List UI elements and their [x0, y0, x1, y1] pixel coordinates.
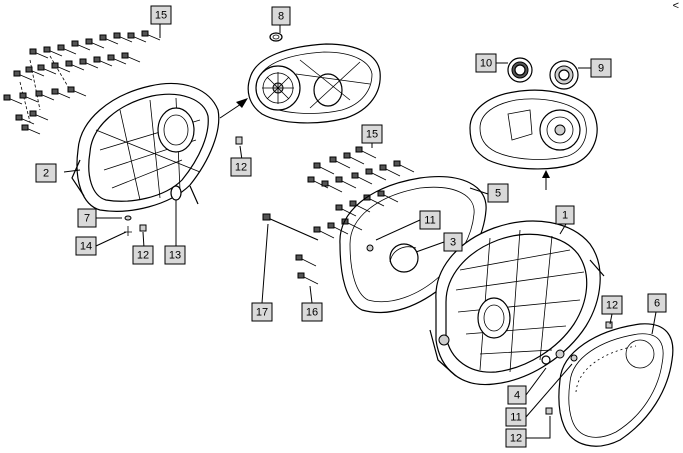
callout-c12c: 12 — [601, 295, 623, 315]
corner-mark: < — [672, 0, 679, 12]
dowel-12-left — [139, 224, 147, 232]
callout-c7: 7 — [77, 208, 97, 228]
arrow-head-inner-cover — [236, 98, 248, 108]
inner-cover-top — [247, 32, 381, 124]
bolt-set-middle — [262, 146, 415, 285]
callout-box — [590, 58, 612, 78]
callout-label: 11 — [424, 215, 435, 227]
callout-c11a: 11 — [419, 210, 441, 230]
callout-c12d: 12 — [505, 428, 527, 448]
callout-box — [443, 232, 463, 252]
callout-c12a: 12 — [230, 157, 252, 177]
callout-label: 12 — [235, 162, 247, 174]
callout-label: 13 — [169, 250, 181, 262]
callout-label: 4 — [514, 390, 520, 402]
callout-c1: 1 — [555, 205, 575, 225]
dowel-12-right — [605, 321, 613, 329]
pin-7 — [124, 215, 132, 221]
callout-box — [77, 208, 97, 228]
callout-box — [475, 53, 497, 73]
callout-label: 2 — [43, 168, 49, 180]
callout-c16: 16 — [301, 302, 323, 322]
washer-14 — [124, 226, 132, 236]
outer-cover-part-2 — [71, 82, 220, 212]
callout-label: 15 — [155, 10, 167, 22]
callout-label: 14 — [80, 241, 92, 253]
callout-layer: 15 8 10 9 2 12 15 5 7 14 12 13 11 3 1 17 16 12 6 4 11 12 — [35, 5, 667, 448]
callout-label: 10 — [480, 58, 492, 70]
callout-box — [251, 302, 273, 322]
callout-c13: 13 — [164, 245, 186, 265]
callout-box — [647, 293, 667, 313]
callout-label: 16 — [306, 307, 318, 319]
main-housing-part-1 — [429, 220, 613, 415]
bolt-set-left — [3, 30, 161, 135]
callout-box — [555, 205, 575, 225]
clutch-cover-top-right — [469, 57, 598, 170]
callout-label: 5 — [495, 188, 501, 200]
o-ring-13 — [170, 185, 182, 201]
callout-label: 17 — [256, 307, 268, 319]
callout-box — [150, 5, 172, 25]
callout-box — [419, 210, 441, 230]
callout-box — [132, 245, 154, 265]
callout-label: 3 — [450, 237, 456, 249]
washer-4 — [541, 355, 551, 365]
callout-c12b: 12 — [132, 245, 154, 265]
callout-c8: 8 — [271, 6, 291, 26]
callout-box — [301, 302, 323, 322]
small-parts-left — [124, 136, 243, 236]
callout-box — [507, 385, 527, 405]
callout-label: 15 — [366, 129, 378, 141]
callout-box — [505, 407, 527, 427]
plug-3 — [389, 243, 419, 273]
callout-box — [230, 157, 252, 177]
callout-label: 12 — [510, 433, 522, 445]
callout-c17: 17 — [251, 302, 273, 322]
arrow-head-clutch-cover — [542, 170, 550, 178]
callout-label: 1 — [562, 210, 568, 222]
callout-label: 12 — [606, 300, 618, 312]
callout-c3: 3 — [443, 232, 463, 252]
callout-box — [487, 183, 509, 203]
callout-label: 11 — [510, 412, 521, 424]
callout-box — [361, 124, 383, 144]
dowel-12-top — [235, 136, 243, 145]
callout-box — [75, 236, 97, 256]
callout-box — [35, 163, 57, 183]
bolt-11-bottom — [570, 354, 578, 362]
bolt-11-top — [366, 244, 374, 252]
callout-label: 6 — [654, 298, 660, 310]
callout-box — [164, 245, 186, 265]
callout-c10: 10 — [475, 53, 497, 73]
callout-c2: 2 — [35, 163, 57, 183]
leader-lines — [63, 24, 657, 439]
callout-box — [601, 295, 623, 315]
callout-label: 7 — [84, 213, 90, 225]
callout-c11b: 11 — [505, 407, 527, 427]
callout-c15b: 15 — [361, 124, 383, 144]
callout-c9: 9 — [590, 58, 612, 78]
callout-box — [505, 428, 527, 448]
callout-label: 8 — [278, 11, 284, 23]
callout-box — [271, 6, 291, 26]
callout-c6: 6 — [647, 293, 667, 313]
seal-8 — [269, 32, 283, 42]
callout-label: 12 — [137, 250, 149, 262]
long-bolt-17 — [267, 217, 319, 241]
callout-c15a: 15 — [150, 5, 172, 25]
callout-c14: 14 — [75, 236, 97, 256]
callout-label: 9 — [598, 63, 604, 75]
callout-c4: 4 — [507, 385, 527, 405]
gasket-part-6 — [558, 323, 674, 447]
callout-c5: 5 — [487, 183, 509, 203]
dowel-12-bottom — [545, 407, 553, 415]
